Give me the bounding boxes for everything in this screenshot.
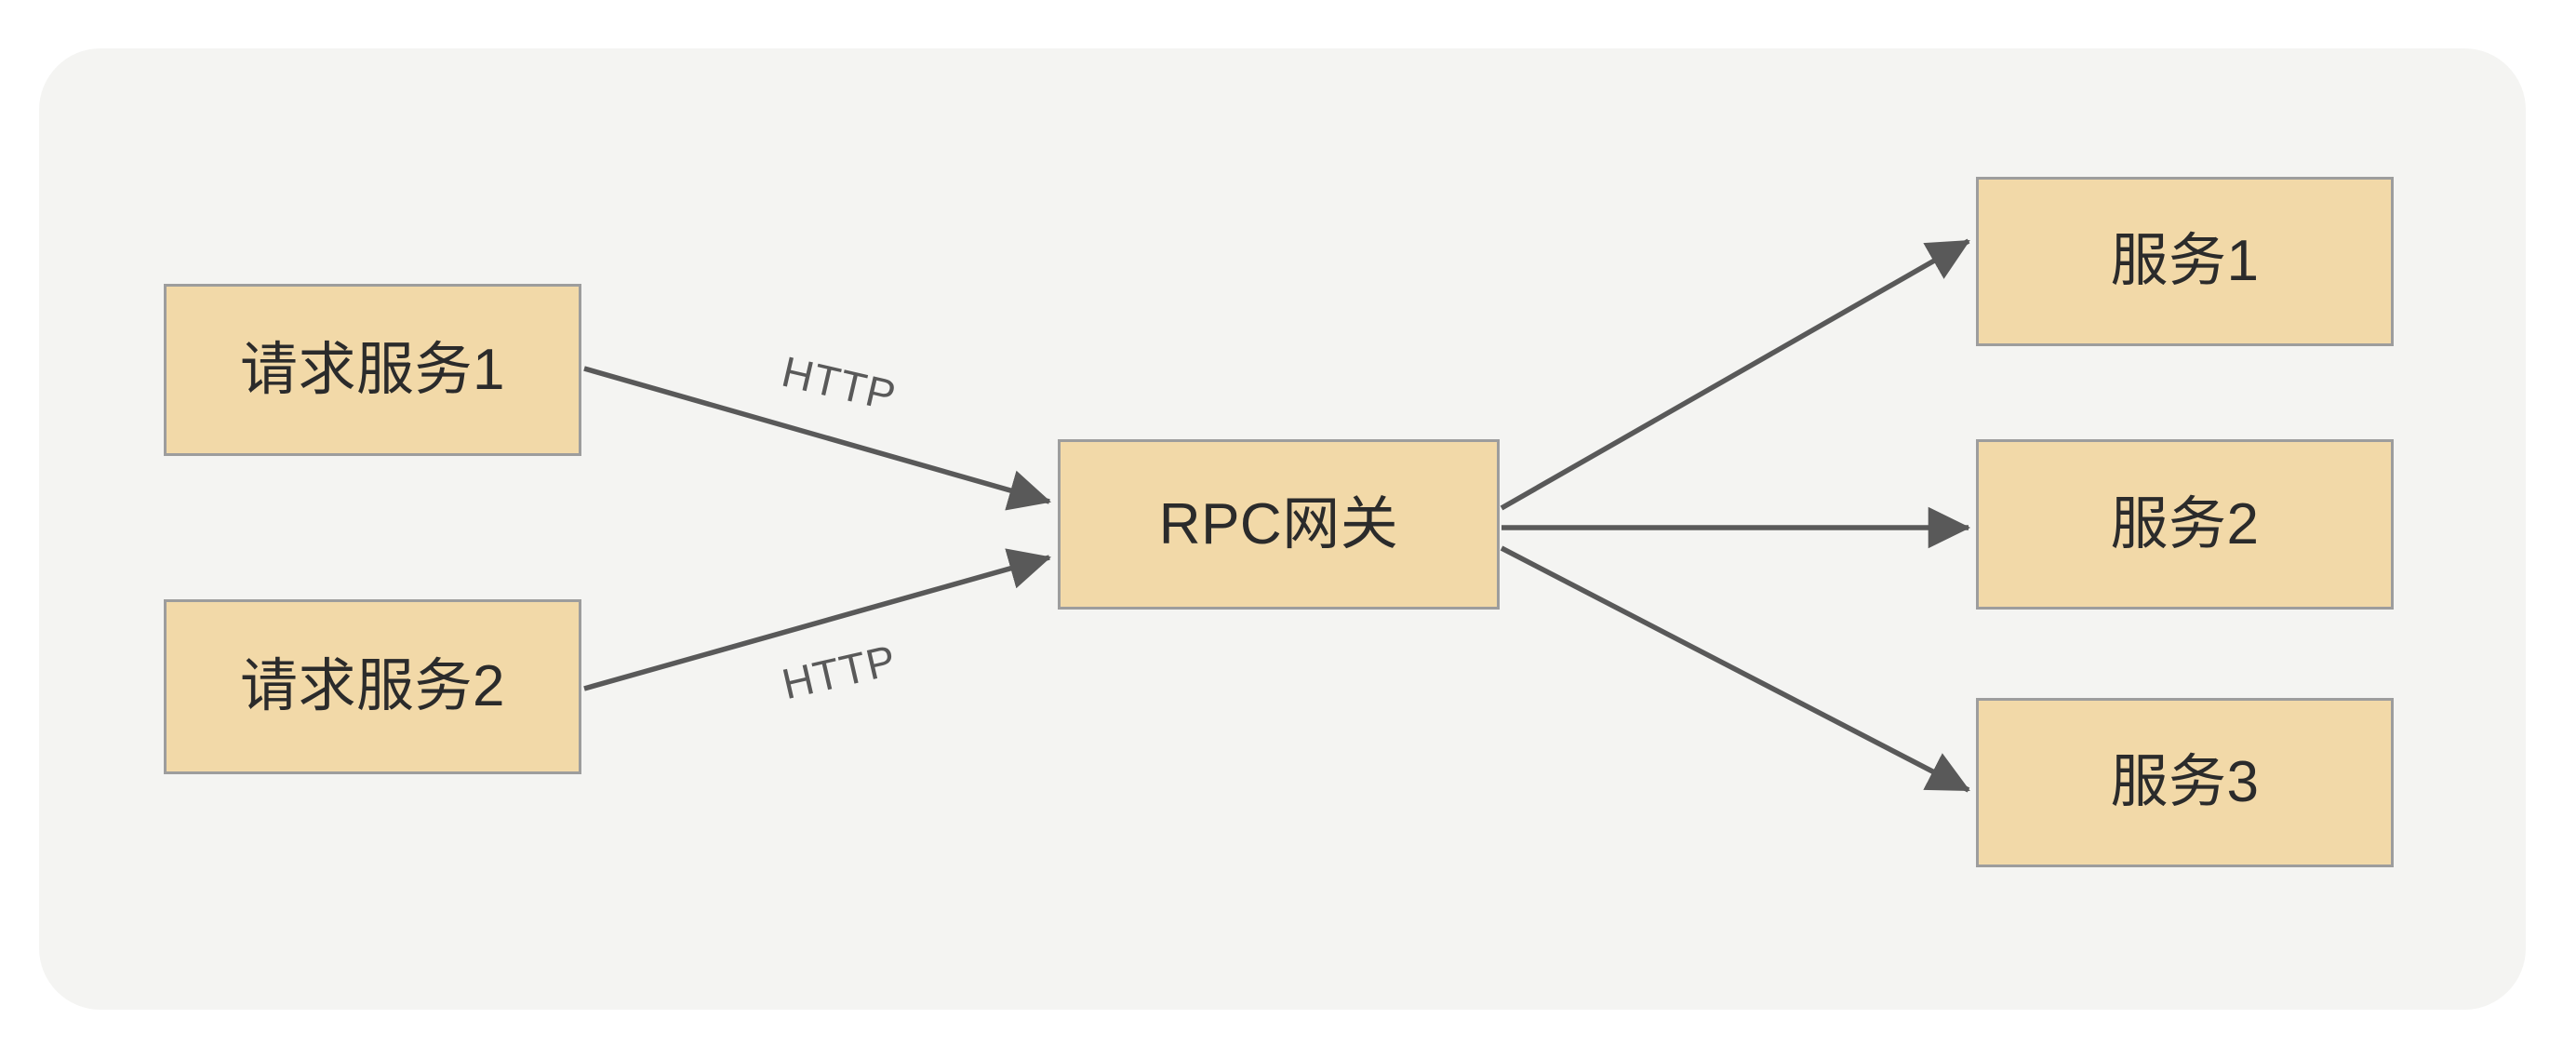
node-request-service-1[interactable]: 请求服务1 xyxy=(164,284,581,456)
node-label: RPC网关 xyxy=(1158,491,1399,556)
node-label: 服务3 xyxy=(2110,750,2260,814)
node-label: 请求服务1 xyxy=(240,337,505,402)
node-request-service-2[interactable]: 请求服务2 xyxy=(164,599,581,774)
node-service-3[interactable]: 服务3 xyxy=(1976,698,2394,867)
node-label: 服务1 xyxy=(2110,229,2260,293)
node-service-2[interactable]: 服务2 xyxy=(1976,439,2394,610)
node-rpc-gateway[interactable]: RPC网关 xyxy=(1058,439,1500,610)
node-label: 请求服务2 xyxy=(240,654,505,718)
node-label: 服务2 xyxy=(2110,491,2260,556)
node-service-1[interactable]: 服务1 xyxy=(1976,177,2394,346)
